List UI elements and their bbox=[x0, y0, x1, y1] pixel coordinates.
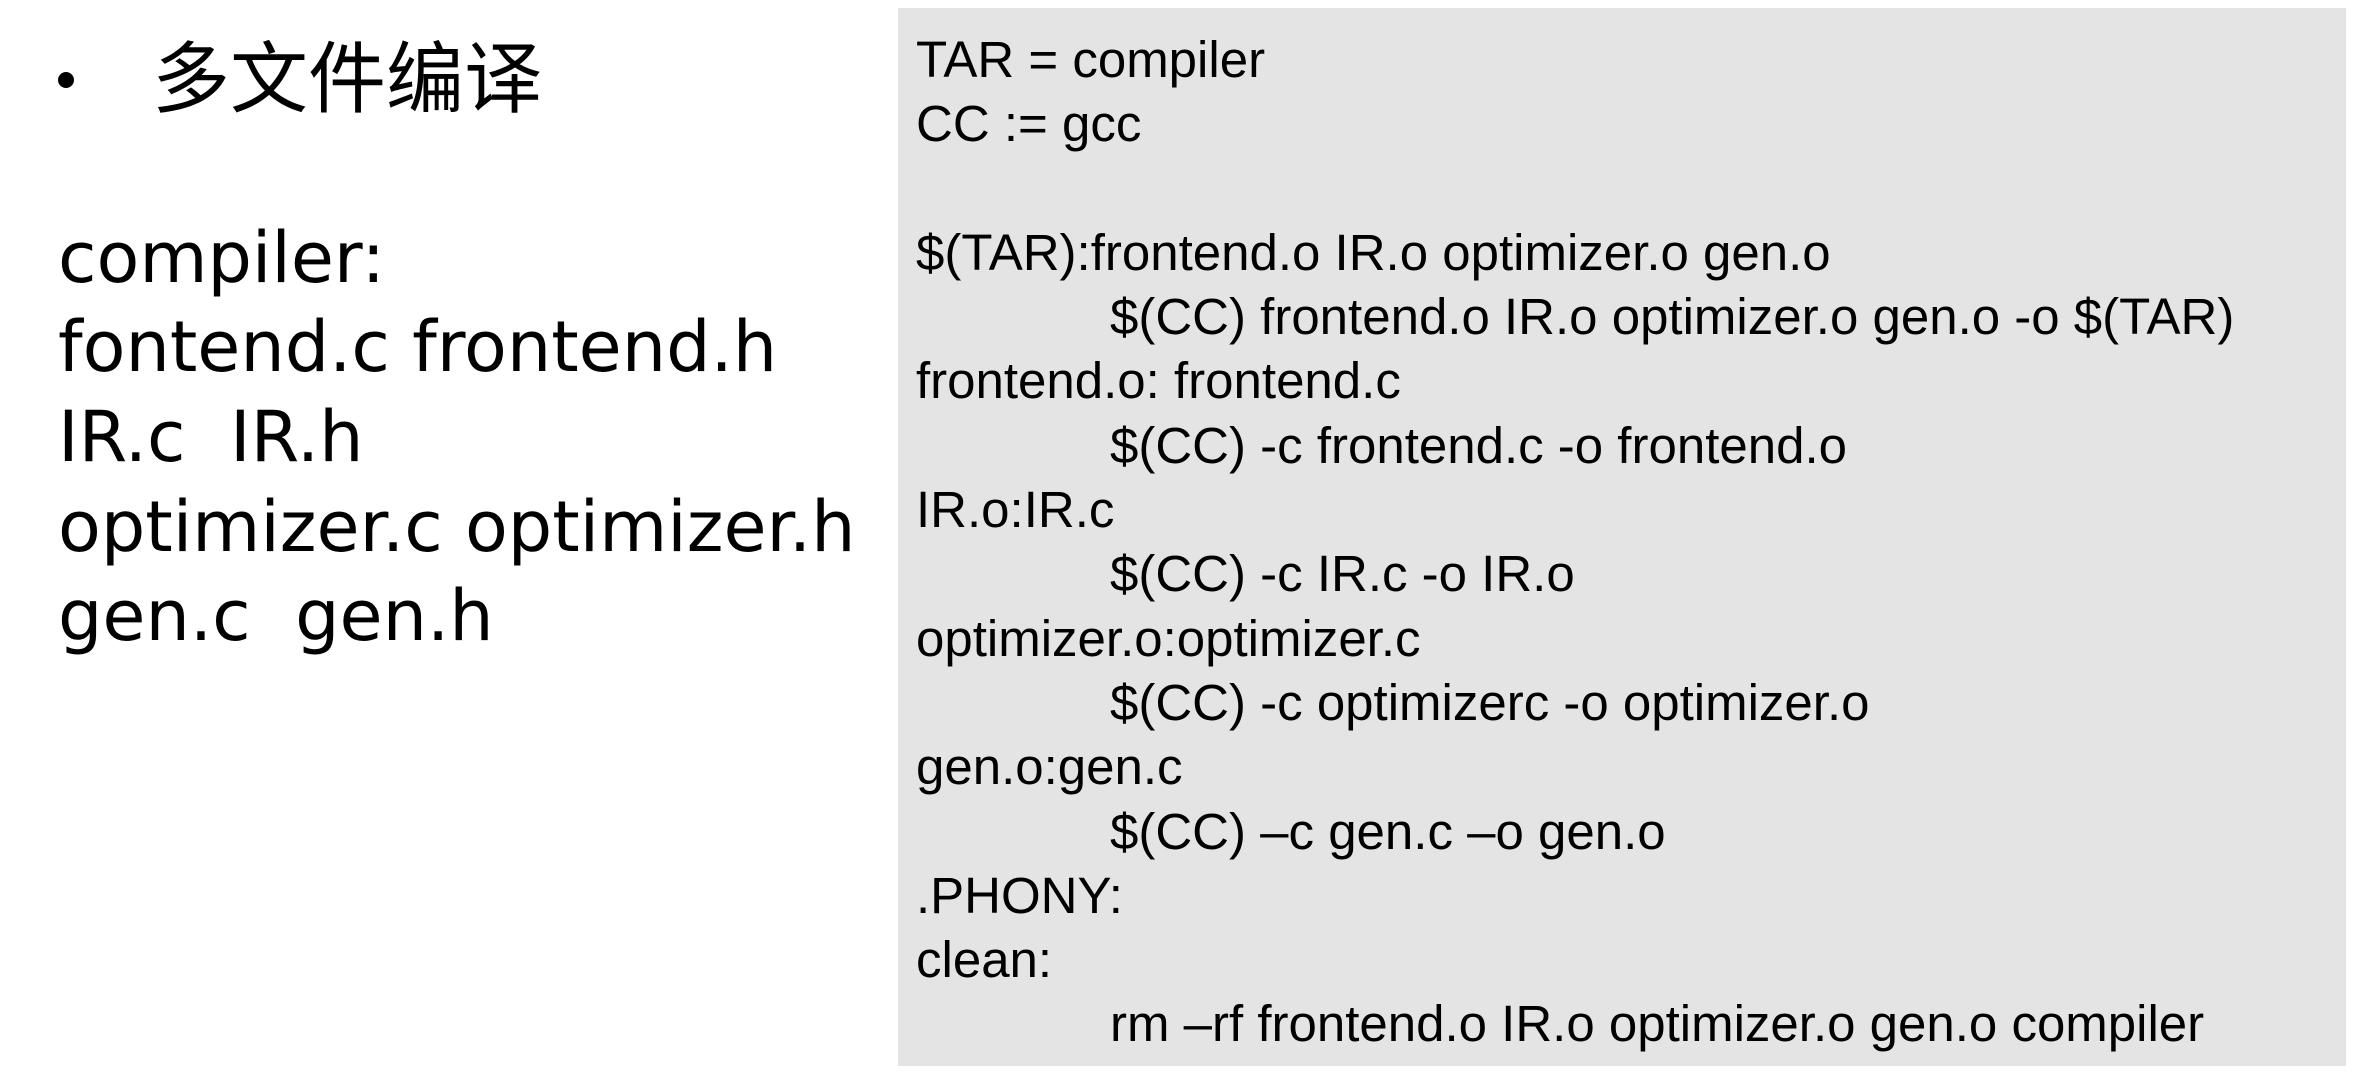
makefile-command-line: $(CC) frontend.o IR.o optimizer.o gen.o … bbox=[1110, 288, 2235, 346]
makefile-rule-line: gen.o:gen.c bbox=[916, 738, 1183, 796]
makefile-command-line: $(CC) -c IR.c -o IR.o bbox=[1110, 545, 1575, 603]
slide-title: 多文件编译 bbox=[152, 35, 543, 125]
makefile-rule-line: .PHONY: bbox=[916, 866, 1123, 924]
bullet-item: 多文件编译 bbox=[58, 30, 542, 130]
bullet-dot-icon bbox=[58, 72, 74, 88]
makefile-rule-line: optimizer.o:optimizer.c bbox=[916, 609, 1421, 667]
file-list-header: compiler: bbox=[58, 217, 386, 299]
file-list-item: gen.c gen.h bbox=[58, 575, 494, 657]
slide-left-pane: 多文件编译 compiler: fontend.c frontend.h IR.… bbox=[0, 0, 880, 1088]
file-list-item: IR.c IR.h bbox=[58, 396, 364, 478]
makefile-rule-line: IR.o:IR.c bbox=[916, 481, 1115, 539]
file-list-item: fontend.c frontend.h bbox=[58, 306, 778, 388]
makefile-command-line: $(CC) -c frontend.c -o frontend.o bbox=[1110, 416, 1847, 474]
makefile-rule-line: frontend.o: frontend.c bbox=[916, 352, 1401, 410]
makefile-code-block: TAR = compiler CC := gcc $(TAR):frontend.o… bbox=[898, 8, 2346, 1066]
makefile-rule-line: TAR = compiler bbox=[916, 31, 1266, 88]
makefile-rule-line: CC := gcc bbox=[916, 95, 1142, 153]
makefile-command-line: $(CC) -c optimizerc -o optimizer.o bbox=[1110, 673, 1870, 731]
makefile-rule-line bbox=[898, 157, 2346, 221]
makefile-command-line: $(CC) –c gen.c –o gen.o bbox=[1110, 802, 1666, 860]
makefile-command-line: rm –rf frontend.o IR.o optimizer.o gen.o… bbox=[1110, 995, 2205, 1053]
makefile-rule-line: clean: bbox=[916, 931, 1053, 989]
file-list-item: optimizer.c optimizer.h bbox=[58, 486, 856, 568]
makefile-rule-line: $(TAR):frontend.o IR.o optimizer.o gen.o bbox=[916, 223, 1831, 281]
